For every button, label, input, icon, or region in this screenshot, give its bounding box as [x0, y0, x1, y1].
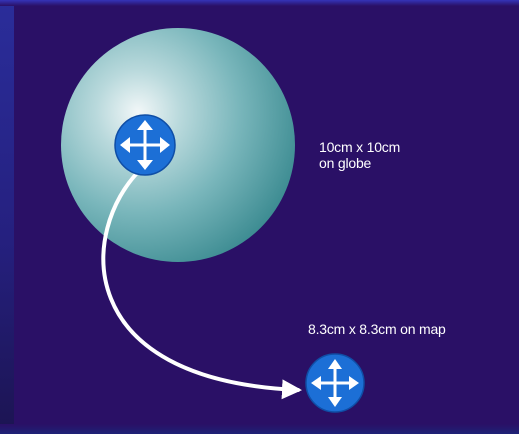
- bottom-edge-band: [0, 424, 519, 434]
- map-area-label: 8.3cm x 8.3cm on map: [308, 321, 446, 337]
- globe-area-label-line2: on globe: [319, 155, 372, 171]
- globe-area-label: 10cm x 10cm on globe: [319, 139, 400, 171]
- globe: [61, 28, 295, 262]
- globe-marker-four-way-arrow-icon: [114, 114, 176, 176]
- curved-arrow: [101, 168, 302, 400]
- left-edge-band: [0, 0, 14, 434]
- map-marker-four-way-arrow-icon: [305, 353, 365, 413]
- top-edge-band: [0, 0, 519, 6]
- globe-area-label-line1: 10cm x 10cm: [319, 139, 401, 155]
